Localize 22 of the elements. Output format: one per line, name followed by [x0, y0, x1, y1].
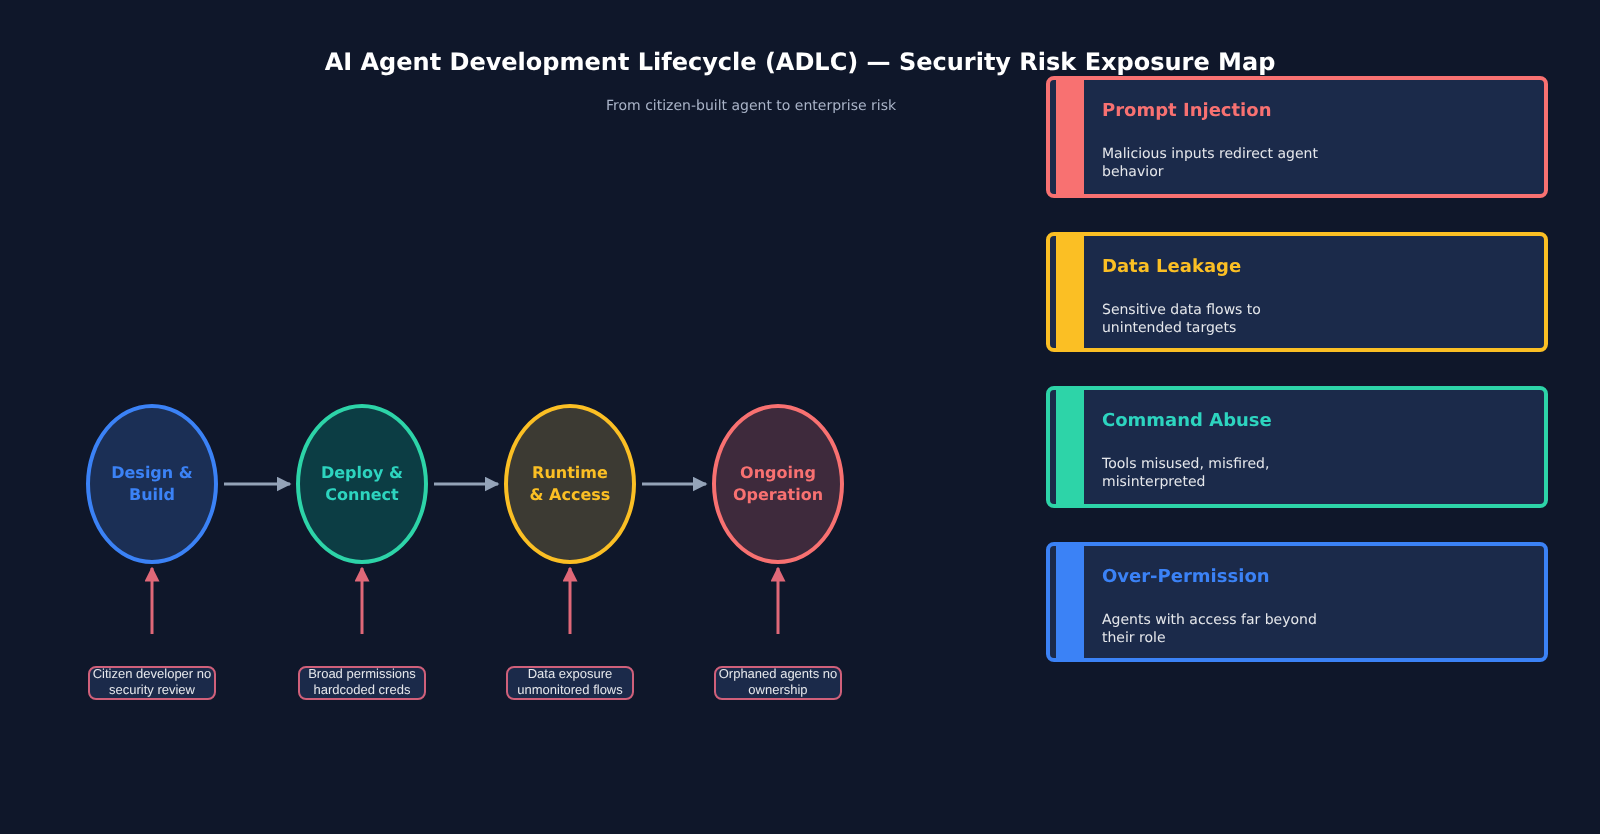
card-title: Command Abuse	[1102, 410, 1272, 436]
arrow	[144, 566, 160, 634]
stage-label: Runtime & Access	[527, 462, 613, 506]
card-title: Data Leakage	[1102, 256, 1242, 282]
arrow	[224, 476, 292, 492]
diagram-title: AI Agent Development Lifecycle (ADLC) — Security Risk Exposure Map	[322, 46, 1278, 80]
arrow	[354, 566, 370, 634]
arrow	[770, 566, 786, 634]
stage-label: Deploy & Connect	[318, 462, 405, 506]
risk-tag	[506, 666, 634, 700]
arrow	[562, 566, 578, 634]
arrow	[434, 476, 500, 492]
risk-tag	[298, 666, 426, 700]
card-title: Prompt Injection	[1102, 100, 1272, 126]
card-title: Over-Permission	[1102, 566, 1270, 592]
risk-card	[1046, 542, 1548, 662]
stage-label: Ongoing Operation	[732, 462, 824, 506]
arrow	[642, 476, 708, 492]
risk-card	[1046, 386, 1548, 508]
risk-card	[1046, 232, 1548, 352]
risk-card	[1046, 76, 1548, 198]
stage-label: Design & Build	[109, 462, 195, 506]
